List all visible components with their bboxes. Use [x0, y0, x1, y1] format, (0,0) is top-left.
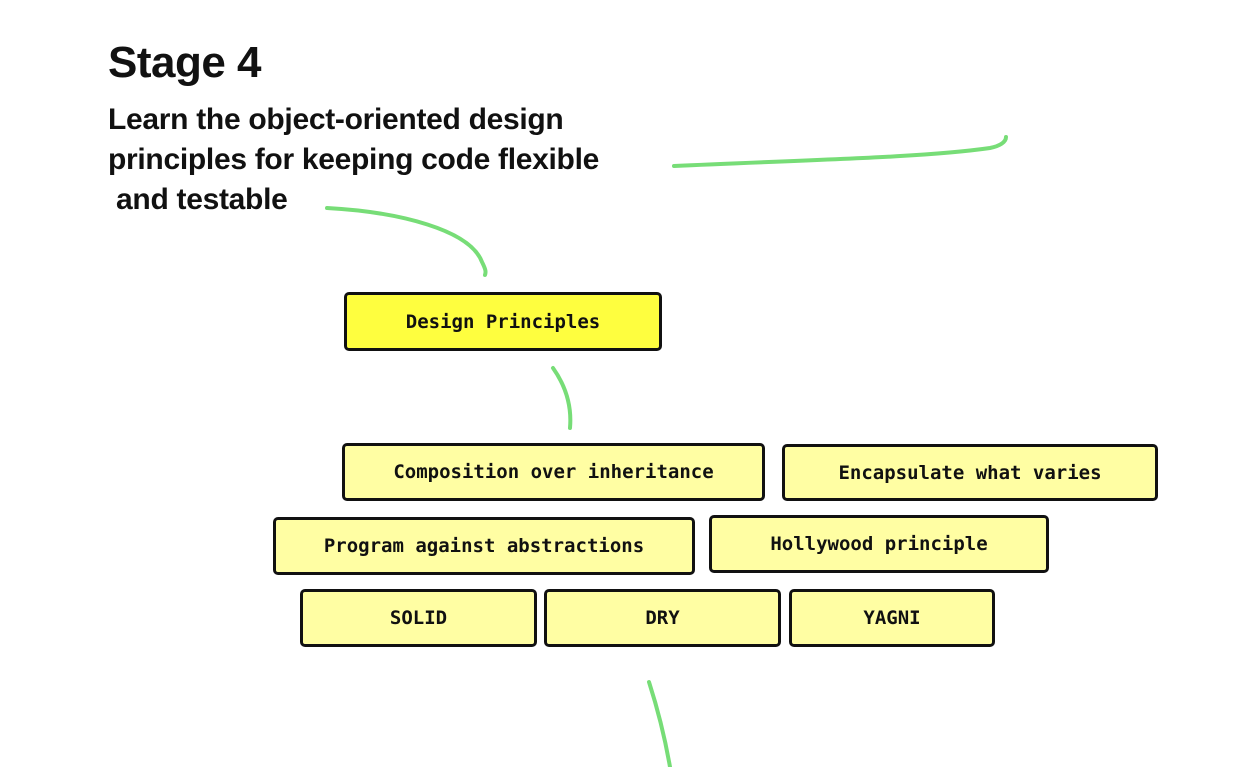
node-design-principles[interactable]: Design Principles — [344, 292, 662, 351]
node-hollywood-principle[interactable]: Hollywood principle — [709, 515, 1049, 573]
stage-subtitle: Learn the object-oriented design princip… — [108, 100, 599, 220]
subtitle-line: and testable — [108, 183, 288, 216]
connector-bottom — [647, 680, 672, 767]
node-solid[interactable]: SOLID — [300, 589, 537, 647]
node-dry[interactable]: DRY — [544, 589, 781, 647]
subtitle-line: Learn the object-oriented design — [108, 103, 564, 136]
stage-title: Stage 4 — [108, 38, 262, 87]
node-composition-over-inheritance[interactable]: Composition over inheritance — [342, 443, 765, 501]
subtitle-line: principles for keeping code flexible — [108, 143, 599, 176]
connector-root-to-items — [551, 366, 573, 430]
node-yagni[interactable]: YAGNI — [789, 589, 995, 647]
node-encapsulate-what-varies[interactable]: Encapsulate what varies — [782, 444, 1158, 501]
node-program-against-abstractions[interactable]: Program against abstractions — [273, 517, 695, 575]
connector-title-to-root — [325, 206, 488, 277]
connector-title-right — [672, 135, 1008, 168]
